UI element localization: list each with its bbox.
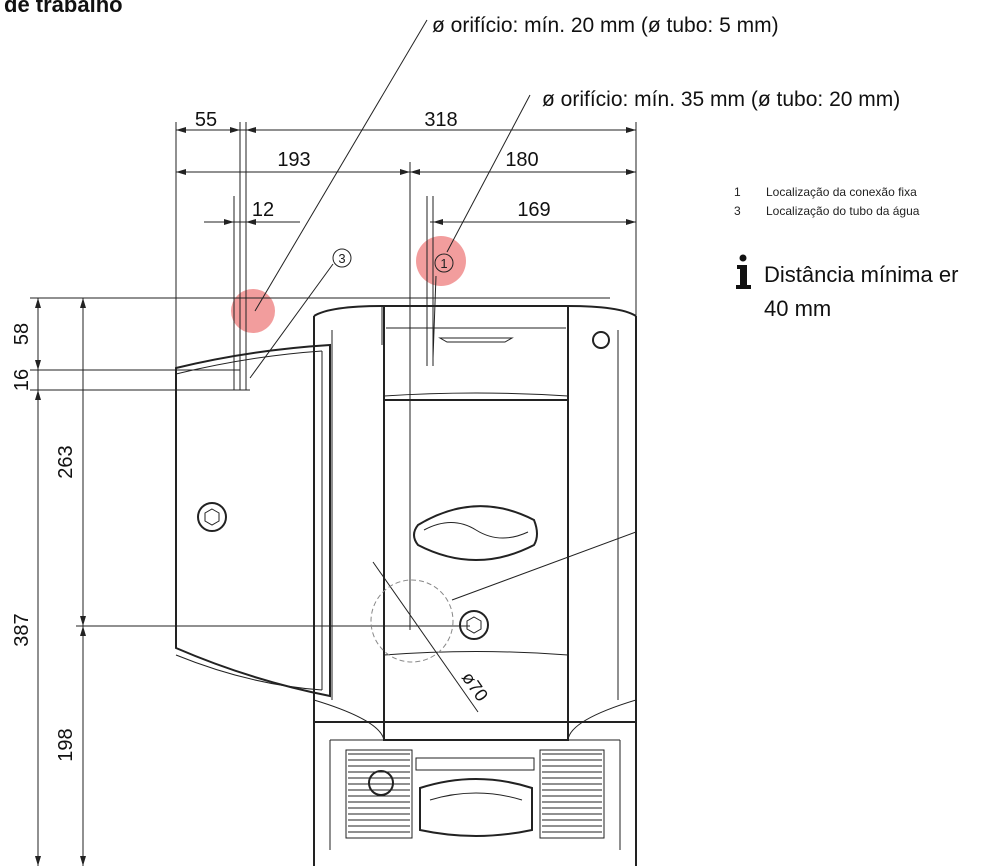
device-drawing [175,305,637,866]
dim-387: 387 [11,613,33,646]
right-vent-grille [539,749,605,839]
knob [368,770,394,796]
marker-3-circle [332,248,352,268]
dim-16: 16 [11,369,33,391]
info-note: Distância mínima er 40 mm [736,254,958,321]
small-hole-highlight [231,289,275,333]
diagram-title: de trabalho [4,0,123,17]
dim-318: 318 [424,109,457,131]
dim-169: 169 [517,199,550,221]
note-line-1: Distância mínima er [764,262,958,287]
marker-1-circle [434,253,454,273]
legend-item-3-text: Localização do tubo da água [766,204,920,218]
diameter-70-circle [370,579,454,663]
marker-3-label: 3 [338,251,345,266]
large-hole-highlight [416,236,466,286]
info-icon [736,254,751,289]
callout-small-hole: ø orifício: mín. 20 mm (ø tubo: 5 mm) [432,14,779,37]
legend: 1 Localização da conexão fixa 3 Localiza… [734,185,920,218]
callout-large-hole: ø orifício: mín. 35 mm (ø tubo: 20 mm) [542,88,900,111]
left-vent-grille [345,749,413,839]
dim-180: 180 [505,149,538,171]
front-handle [413,505,538,561]
dim-12: 12 [252,199,274,221]
dim-diameter-70: ø70 [458,668,492,705]
dim-55: 55 [195,109,217,131]
leader-lines [249,19,637,713]
legend-item-1-text: Localização da conexão fixa [766,185,917,199]
dim-58: 58 [11,323,33,345]
side-door-screw [197,502,227,532]
marker-1-label: 1 [440,256,447,271]
dim-198: 198 [55,728,77,761]
indicator-hole [592,331,610,349]
note-line-2: 40 mm [764,296,831,321]
legend-item-3-num: 3 [734,204,741,218]
bottom-handle [419,778,533,837]
dim-263: 263 [55,445,77,478]
dim-193: 193 [277,149,310,171]
side-door [175,343,331,698]
front-cover-screw [459,610,489,640]
legend-item-1-num: 1 [734,185,741,199]
